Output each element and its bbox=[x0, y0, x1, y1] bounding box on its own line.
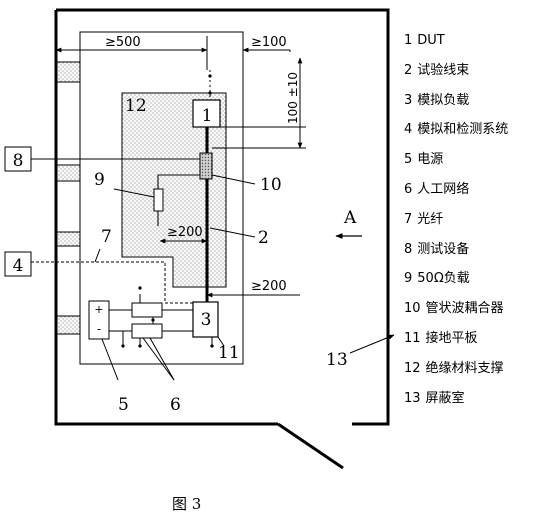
plus-terminal: + bbox=[94, 303, 103, 316]
callout-6: 6 bbox=[170, 395, 181, 415]
test-equipment-label: 8 bbox=[13, 151, 24, 171]
dim-height-100: 100 ±10 bbox=[286, 72, 300, 124]
dut-box bbox=[192, 99, 221, 128]
dim-min-100: ≥100 bbox=[251, 35, 287, 50]
callout-5: 5 bbox=[118, 395, 129, 415]
simulation-system-box bbox=[4, 251, 32, 277]
dim-min-200-a: ≥200 bbox=[167, 225, 203, 240]
artificial-network-1 bbox=[131, 302, 163, 318]
callout-9: 9 bbox=[94, 170, 105, 190]
artificial-network-2 bbox=[131, 323, 163, 339]
direction-label: A bbox=[343, 208, 357, 228]
power-supply-box bbox=[88, 300, 110, 340]
callout-11: 11 bbox=[218, 343, 240, 363]
callout-10: 10 bbox=[260, 175, 282, 195]
leader-lines bbox=[94, 174, 395, 381]
load-simulator-label: 3 bbox=[201, 310, 212, 330]
tube-wave-coupler bbox=[199, 152, 213, 180]
minus-terminal: - bbox=[97, 322, 101, 336]
figure-caption: 图 3 bbox=[172, 495, 202, 513]
ground-plane bbox=[79, 31, 244, 365]
dim-min-500: ≥500 bbox=[105, 35, 141, 50]
wall-feedthroughs bbox=[56, 61, 81, 335]
optical-fiber bbox=[31, 261, 193, 304]
callout-2: 2 bbox=[258, 228, 269, 248]
load-simulator-box bbox=[192, 301, 219, 338]
callout-7: 7 bbox=[101, 227, 112, 247]
insulating-support bbox=[121, 92, 227, 288]
dim-min-200-b: ≥200 bbox=[251, 279, 287, 294]
shielded-room bbox=[54, 8, 390, 470]
callout-12: 12 bbox=[125, 96, 147, 116]
load-50-ohm bbox=[153, 188, 164, 212]
dimension-lines bbox=[55, 36, 306, 298]
callout-13: 13 bbox=[326, 350, 348, 370]
dut-label: 1 bbox=[202, 106, 213, 126]
simulation-system-label: 4 bbox=[13, 256, 24, 276]
